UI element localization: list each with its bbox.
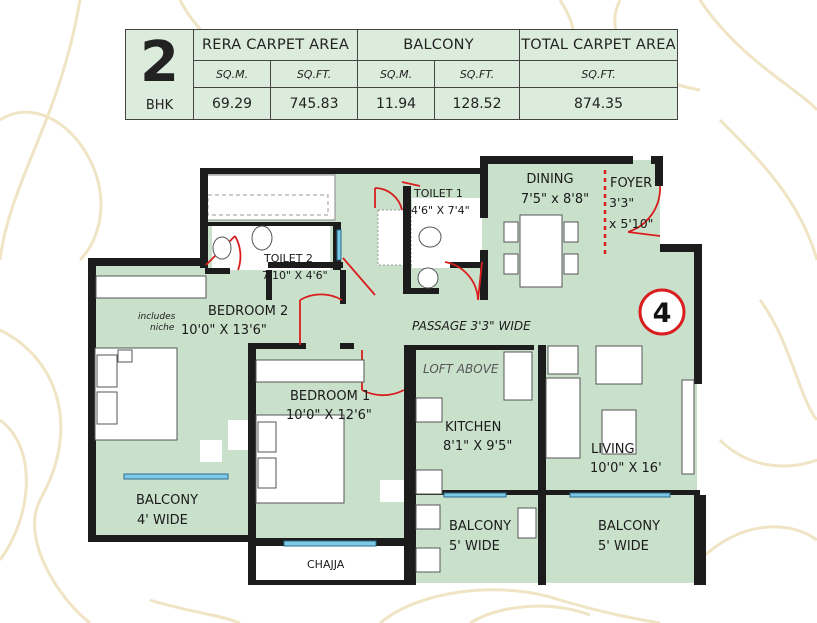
windows	[123, 229, 671, 547]
wash-basin-1	[417, 267, 439, 289]
kitchen-sink	[415, 469, 443, 495]
pillar-niche-3	[380, 480, 408, 502]
loft-label: LOFT ABOVE	[423, 362, 499, 376]
balcony-mid-dims: 5' WIDE	[449, 539, 500, 554]
dining-table	[519, 214, 563, 288]
unit-total-sqft: SQ.FT.	[519, 60, 678, 88]
bedroom1-label: BEDROOM 1	[290, 389, 370, 404]
pillar-niche	[200, 440, 222, 462]
bedroom2-label: BEDROOM 2	[208, 304, 288, 319]
foyer-dim2: x 5'10"	[609, 216, 653, 231]
furniture	[94, 214, 695, 573]
dining-label: DINING	[526, 172, 573, 187]
chajja-label: CHAJJA	[307, 558, 345, 571]
dining-dims: 7'5" x 8'8"	[521, 192, 589, 207]
bhk-number: 2	[140, 30, 179, 95]
wash-basin-2	[212, 236, 232, 260]
unit-balcony-sqm: SQ.M.	[357, 60, 435, 88]
value-total-sqft: 874.35	[519, 87, 678, 120]
pillar-niche-2	[228, 420, 250, 450]
bedroom2-wardrobe	[95, 275, 207, 299]
wc-1	[418, 226, 442, 248]
bedroom1-dims: 10'0" X 12'6"	[286, 408, 372, 423]
value-rera-sqm: 69.29	[193, 87, 271, 120]
tv-unit	[681, 379, 695, 475]
coffee-table	[601, 409, 637, 455]
living-dims: 10'0" X 16'	[590, 461, 662, 476]
fridge	[503, 351, 533, 401]
bedroom1-wardrobe	[255, 359, 365, 383]
header-balcony: BALCONY	[357, 29, 520, 61]
toilet2-dims: 7'10" X 4'6"	[262, 269, 328, 282]
bedroom2-note1: includes	[138, 312, 176, 322]
toilet2-label: TOILET 2	[263, 252, 313, 265]
living-label: LIVING	[591, 442, 635, 457]
kitchen-dims: 8'1" X 9'5"	[443, 439, 512, 454]
bhk-cell: 2 BHK	[125, 29, 194, 120]
value-rera-sqft: 745.83	[270, 87, 358, 120]
balcony-left-label: BALCONY	[136, 493, 198, 508]
chajja-area	[258, 545, 410, 583]
bedroom2-dims: 10'0" X 13'6"	[181, 323, 267, 338]
wc-2	[251, 225, 273, 251]
toilet1-dims: 4'6" X 7'4"	[411, 204, 470, 217]
hob	[415, 397, 443, 423]
value-balcony-sqft: 128.52	[434, 87, 520, 120]
foyer-label: FOYER	[610, 176, 652, 191]
foyer-dim1: 3'3"	[609, 195, 634, 210]
armchair	[595, 345, 643, 385]
unit-rera-sqft: SQ.FT.	[270, 60, 358, 88]
shaft-area	[204, 174, 336, 221]
unit-balcony-sqft: SQ.FT.	[434, 60, 520, 88]
balcony-right-dims: 5' WIDE	[598, 539, 649, 554]
unit-number: 4	[653, 298, 672, 329]
kitchen-label: KITCHEN	[445, 420, 501, 435]
unit-badge	[638, 288, 686, 336]
balcony-left-dims: 4' WIDE	[137, 513, 188, 528]
sofa	[545, 377, 581, 459]
area-table: 2 BHK RERA CARPET AREA BALCONY TOTAL CAR…	[125, 29, 678, 120]
balcony-right-label: BALCONY	[598, 519, 660, 534]
toilet1-label: TOILET 1	[413, 187, 463, 200]
balcony-mid-label: BALCONY	[449, 519, 511, 534]
header-total: TOTAL CARPET AREA	[519, 29, 678, 61]
header-rera: RERA CARPET AREA	[193, 29, 358, 61]
bedroom2-note2: niche	[150, 323, 175, 333]
passage-label: PASSAGE 3'3" WIDE	[412, 319, 531, 333]
bhk-label: BHK	[145, 98, 174, 113]
